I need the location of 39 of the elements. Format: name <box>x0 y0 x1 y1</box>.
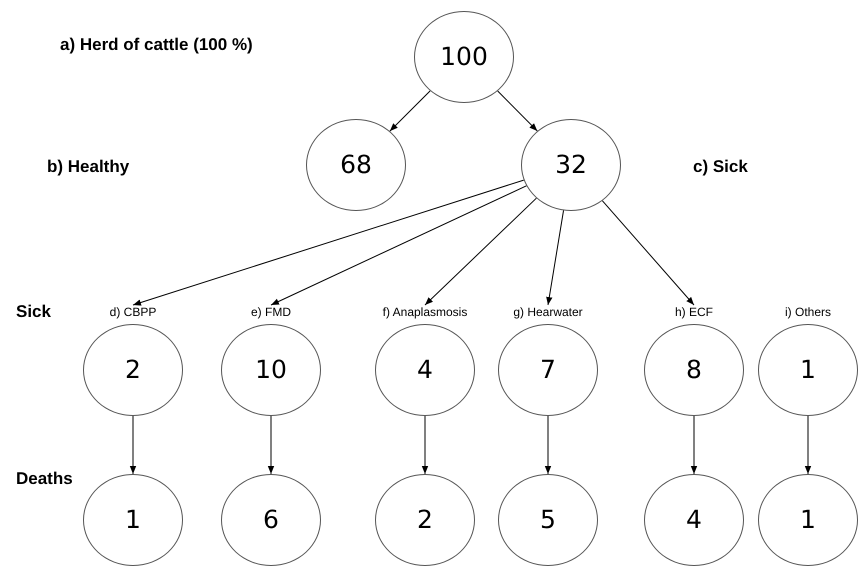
row-label: Deaths <box>16 469 73 489</box>
level-label: a) Herd of cattle (100 %) <box>60 35 253 55</box>
arrow <box>130 416 136 474</box>
arrow <box>424 198 537 306</box>
disease-label: i) Others <box>785 305 831 320</box>
arrow <box>804 416 812 474</box>
node-value: 7 <box>540 355 556 385</box>
node-value: 68 <box>340 150 372 180</box>
arrow <box>546 210 564 306</box>
node-value: 8 <box>686 355 702 385</box>
node-value: 1 <box>800 355 816 385</box>
node-value: 2 <box>417 505 433 535</box>
disease-label: h) ECF <box>675 305 713 320</box>
arrow <box>544 416 552 474</box>
disease-label: f) Anaplasmosis <box>382 305 468 320</box>
row-label: Sick <box>16 302 51 322</box>
arrow <box>389 90 431 132</box>
arrow <box>132 180 524 306</box>
node-value: 100 <box>440 42 488 72</box>
node-value: 32 <box>555 150 587 180</box>
arrow <box>422 416 428 474</box>
node-value: 2 <box>125 355 141 385</box>
node-value: 1 <box>800 505 816 535</box>
disease-label: e) FMD <box>251 305 291 320</box>
node-value: 4 <box>417 355 433 385</box>
disease-label: d) CBPP <box>110 305 156 320</box>
level-label: b) Healthy <box>47 157 130 177</box>
node-value: 1 <box>125 505 141 535</box>
arrow <box>690 416 698 474</box>
disease-label: g) Hearwater <box>513 305 583 320</box>
arrow <box>602 200 694 306</box>
arrow <box>497 90 538 132</box>
node-value: 10 <box>255 355 287 385</box>
arrow <box>268 416 274 474</box>
node-value: 4 <box>686 505 702 535</box>
node-value: 5 <box>540 505 556 535</box>
node-value: 6 <box>263 505 279 535</box>
level-label: c) Sick <box>693 157 748 177</box>
arrow <box>270 185 527 306</box>
